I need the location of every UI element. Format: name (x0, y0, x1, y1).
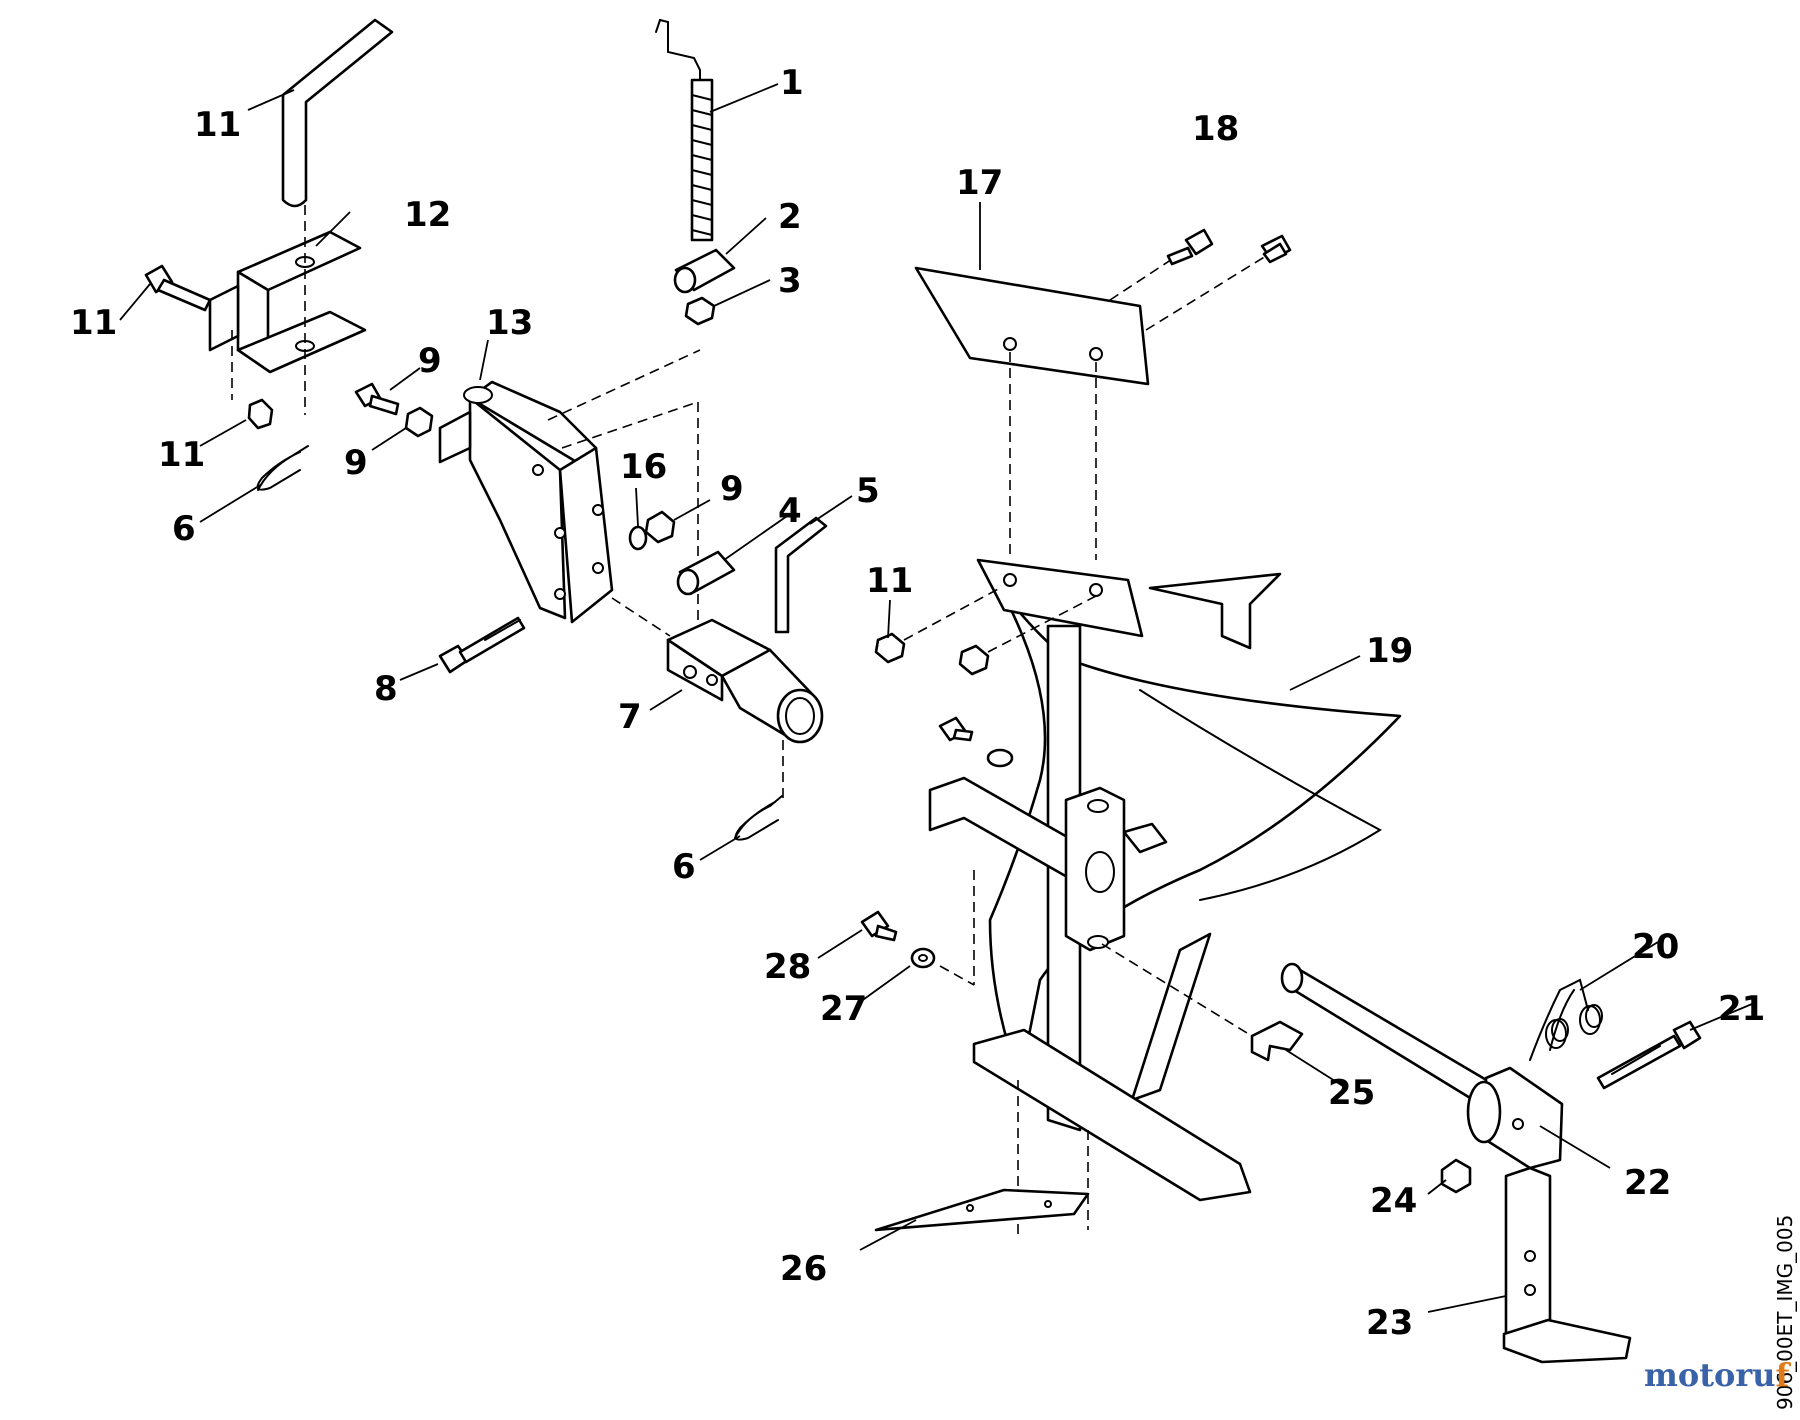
callout-14: 12 (404, 195, 451, 235)
callout-26: 26 (780, 1249, 827, 1289)
part-7-tube-coupling (666, 618, 824, 800)
part-20-spring (1529, 978, 1603, 1061)
document-code: 906_00ET_IMG_005 (1773, 1215, 1797, 1410)
callout-6-lower: 6 (672, 847, 696, 887)
part-26-share-blade (874, 1188, 1090, 1232)
part-6-clip-pin-upper (256, 445, 309, 491)
mouldboard-bolt (938, 716, 1014, 768)
callout-8: 8 (374, 669, 398, 709)
part-23-support-leg (1502, 1166, 1632, 1364)
callout-12: 11 (70, 303, 117, 343)
callout-9-upper: 9 (344, 443, 368, 483)
part-16-washer (628, 525, 648, 551)
watermark-part-a: motoru (1644, 1356, 1775, 1394)
svg-text:motoruf: motoruf (1644, 1356, 1791, 1394)
part-15-hitch-bracket (438, 349, 701, 640)
part-14-u-bracket (208, 205, 367, 415)
part-3-nut (684, 296, 716, 326)
part-9-nut-lower (644, 510, 676, 544)
part-8-long-bolt (438, 616, 526, 674)
part-22-axle (1280, 962, 1564, 1170)
callout-25: 25 (1328, 1073, 1375, 1113)
part-1-threaded-rod (655, 18, 714, 242)
callout-6-upper: 6 (172, 509, 196, 549)
callout-7: 7 (618, 697, 642, 737)
callout-labels: 11 12 11 13 9 11 9 6 16 9 1 2 3 4 5 8 7 … (70, 63, 1765, 1343)
part-17-share-plate (914, 249, 1267, 560)
callout-13: 11 (194, 105, 241, 145)
callout-21: 21 (1718, 989, 1765, 1029)
part-9-nut-upper (404, 406, 434, 438)
callout-1: 1 (780, 63, 804, 103)
part-27-washer (910, 947, 975, 986)
part-2-sleeve (673, 248, 736, 294)
callout-19: 19 (1366, 631, 1413, 671)
part-4-sleeve (676, 550, 736, 596)
leader-lines (119, 83, 1753, 1313)
part-5-pin (774, 516, 828, 634)
part-11-nut (247, 398, 274, 430)
part-21-bolt (1596, 1020, 1702, 1090)
callout-28: 28 (764, 947, 811, 987)
watermark: motoruf (1644, 1356, 1791, 1394)
callout-15: 13 (486, 303, 533, 343)
watermark-part-b: f (1775, 1356, 1791, 1394)
part-6-clip-pin-lower (734, 795, 783, 841)
callout-3: 3 (778, 261, 802, 301)
callout-27: 27 (820, 989, 867, 1029)
callout-17: 17 (956, 163, 1003, 203)
callout-18: 18 (1192, 109, 1239, 149)
callout-4: 4 (778, 491, 802, 531)
callout-22: 22 (1624, 1163, 1671, 1203)
part-11-nut-middle (874, 587, 1097, 676)
callout-11-middle: 11 (866, 561, 913, 601)
part-25-clip (1101, 943, 1304, 1062)
callout-16: 16 (620, 447, 667, 487)
callout-2: 2 (778, 197, 802, 237)
callout-5: 5 (856, 471, 880, 511)
part-28-bolt (860, 910, 898, 942)
part-10-bolt (354, 382, 400, 416)
part-13-handle-pin (281, 18, 394, 208)
part-24-nut (1440, 1158, 1472, 1194)
part-12-bolt (144, 264, 212, 312)
callout-9-lower: 9 (720, 469, 744, 509)
callout-23: 23 (1366, 1303, 1413, 1343)
part-19-plough-body (928, 558, 1402, 1240)
callout-10: 9 (418, 341, 442, 381)
part-18-bolt-left (1166, 228, 1214, 266)
part-18-bolt-right (1260, 234, 1292, 264)
callout-20: 20 (1632, 927, 1679, 967)
callout-11-upper: 11 (158, 435, 205, 475)
callout-24: 24 (1370, 1181, 1417, 1221)
